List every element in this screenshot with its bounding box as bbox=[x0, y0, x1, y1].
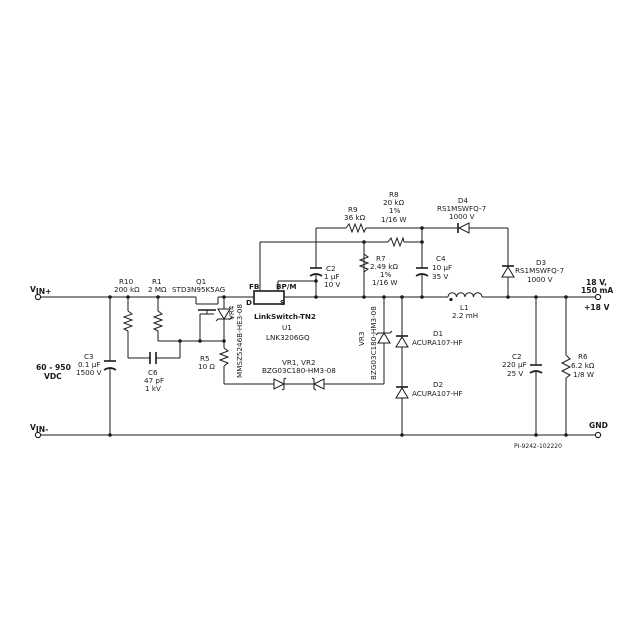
r6-rating: 1/8 W bbox=[573, 370, 594, 379]
r9-value: 36 kΩ bbox=[344, 213, 366, 222]
r7-power: 1/16 W bbox=[372, 278, 398, 287]
output-net-label: +18 V bbox=[584, 303, 610, 312]
r8-power: 1/16 W bbox=[381, 215, 407, 224]
vr12-part: BZG03C180-HM3-08 bbox=[262, 366, 336, 375]
r10-value: 200 kΩ bbox=[114, 285, 140, 294]
d1-diode-symbol bbox=[395, 335, 409, 348]
r7-value: 2.49 kΩ bbox=[370, 262, 398, 271]
c2b-ref: C2 bbox=[512, 352, 522, 361]
q1-part: STD3N95K5AG bbox=[172, 285, 225, 294]
r8-ref: R8 bbox=[389, 190, 399, 199]
r9-resistor-symbol bbox=[345, 222, 367, 234]
r1-value: 2 MΩ bbox=[148, 285, 167, 294]
c4-value: 10 µF bbox=[432, 263, 452, 272]
r8-resistor-symbol bbox=[387, 236, 405, 248]
c6-capacitor-symbol bbox=[149, 352, 157, 364]
vr3-ref: VR3 bbox=[357, 332, 366, 346]
c2a-value: 1 µF bbox=[324, 272, 340, 281]
r7-resistor-symbol bbox=[358, 253, 370, 273]
c2-output-capacitor-symbol bbox=[529, 364, 543, 374]
c2b-rating: 25 V bbox=[507, 369, 523, 378]
d3-diode-symbol bbox=[501, 265, 515, 278]
r8-tol: 1% bbox=[389, 206, 401, 215]
vin-plus-terminal bbox=[34, 293, 42, 301]
output-terminal bbox=[594, 293, 602, 301]
r10-ref: R10 bbox=[119, 277, 134, 286]
l1-inductor-symbol bbox=[447, 292, 483, 302]
u1-part: LNK3206GQ bbox=[266, 333, 310, 342]
vin-plus-label: VIN+ bbox=[30, 285, 51, 296]
c2b-value: 220 µF bbox=[502, 360, 527, 369]
c2a-ref: C2 bbox=[326, 264, 336, 273]
r6-value: 6.2 kΩ bbox=[571, 361, 595, 370]
u1-pin-fb: FB bbox=[249, 282, 259, 291]
vr12-ref: VR1, VR2 bbox=[282, 358, 316, 367]
l1-ref: L1 bbox=[460, 303, 469, 312]
u1-family: LinkSwitch-TN2 bbox=[254, 312, 316, 321]
c3-rating: 1500 V bbox=[76, 368, 102, 377]
input-range-line1: 60 - 950 bbox=[36, 363, 71, 372]
vr4-part: MMSZ5246B-HE3-08 bbox=[235, 304, 244, 378]
c6-value: 47 pF bbox=[144, 376, 164, 385]
input-range-line2: VDC bbox=[44, 372, 62, 381]
r7-tol: 1% bbox=[380, 270, 392, 279]
r6-ref: R6 bbox=[578, 352, 588, 361]
r5-value: 10 Ω bbox=[198, 362, 215, 371]
d2-ref: D2 bbox=[433, 380, 443, 389]
u1-ref: U1 bbox=[282, 323, 292, 332]
output-current-label: 150 mA bbox=[581, 286, 613, 295]
d4-diode-symbol bbox=[457, 222, 470, 234]
c3-capacitor-symbol bbox=[103, 360, 117, 371]
r8-value: 20 kΩ bbox=[383, 198, 405, 207]
d1-ref: D1 bbox=[433, 329, 443, 338]
output-voltage-label: 18 V, bbox=[586, 278, 607, 287]
c4-rating: 35 V bbox=[432, 272, 448, 281]
r1-ref: R1 bbox=[152, 277, 162, 286]
r1-resistor-symbol bbox=[152, 310, 164, 332]
u1-pin-d: D bbox=[246, 298, 252, 307]
d3-rating: 1000 V bbox=[527, 275, 553, 284]
vr4-zener-symbol bbox=[215, 308, 233, 322]
vr2-zener-symbol bbox=[311, 377, 325, 391]
drawing-id: PI-9242-102220 bbox=[514, 443, 562, 450]
d2-diode-symbol bbox=[395, 386, 409, 399]
c4-ref: C4 bbox=[436, 254, 446, 263]
vr4-ref: VR4 bbox=[227, 305, 236, 320]
c2-bypass-capacitor-symbol bbox=[309, 267, 323, 277]
d4-part: RS1MSWFQ-7 bbox=[437, 204, 486, 213]
vr3-part: BZG03C180-HM3-08 bbox=[369, 306, 378, 380]
r7-ref: R7 bbox=[376, 254, 386, 263]
d3-ref: D3 bbox=[536, 258, 546, 267]
u1-pin-bpm: BP/M bbox=[276, 282, 297, 291]
vr1-zener-symbol bbox=[273, 377, 287, 391]
gnd-label: GND bbox=[589, 421, 608, 430]
r9-ref: R9 bbox=[348, 205, 358, 214]
u1-pin-s: S bbox=[280, 298, 285, 307]
junction-dots bbox=[108, 226, 568, 437]
u1-ic-body bbox=[253, 290, 285, 305]
d3-part: RS1MSWFQ-7 bbox=[515, 266, 564, 275]
r5-resistor-symbol bbox=[218, 347, 230, 367]
d4-ref: D4 bbox=[458, 196, 469, 205]
wires bbox=[40, 227, 596, 436]
c6-ref: C6 bbox=[148, 368, 158, 377]
gnd-terminal bbox=[594, 431, 602, 439]
d4-rating: 1000 V bbox=[449, 212, 475, 221]
c4-capacitor-symbol bbox=[415, 267, 429, 277]
l1-value: 2.2 mH bbox=[452, 311, 478, 320]
vin-minus-label: VIN- bbox=[30, 423, 48, 434]
vin-minus-terminal bbox=[34, 431, 42, 439]
c6-rating: 1 kV bbox=[145, 384, 161, 393]
c3-value: 0.1 µF bbox=[78, 360, 100, 369]
r10-resistor-symbol bbox=[122, 310, 134, 332]
r5-ref: R5 bbox=[200, 354, 210, 363]
d2-part: ACURA107-HF bbox=[412, 389, 463, 398]
r6-resistor-symbol bbox=[560, 354, 572, 379]
q1-ref: Q1 bbox=[196, 277, 206, 286]
c2a-rating: 10 V bbox=[324, 280, 340, 289]
c3-ref: C3 bbox=[84, 352, 94, 361]
d1-part: ACURA107-HF bbox=[412, 338, 463, 347]
